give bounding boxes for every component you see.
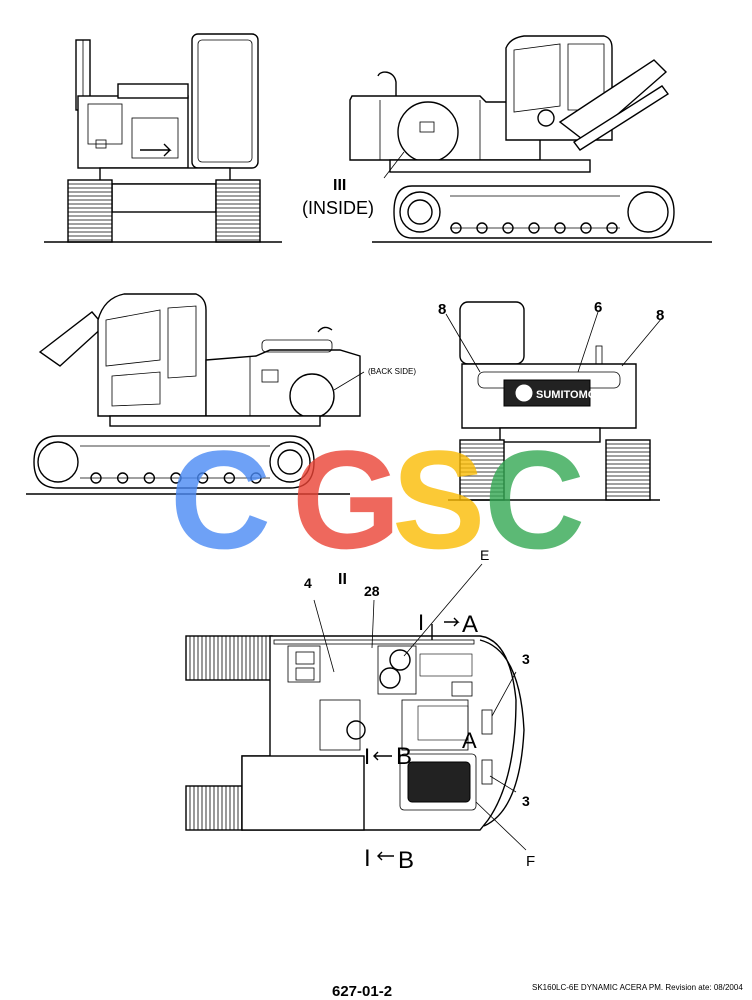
right-side-view-excavator bbox=[349, 35, 712, 243]
callout-F: F bbox=[526, 853, 535, 870]
left-side-view-excavator bbox=[26, 293, 365, 495]
section-b-bottom-letter: B bbox=[398, 847, 414, 874]
callout-28: 28 bbox=[364, 583, 380, 599]
watermark-letter-1: C bbox=[170, 421, 271, 578]
section-a-top-roman: I bbox=[418, 610, 424, 635]
callout-8-right: 8 bbox=[656, 307, 664, 324]
rear-view-excavator bbox=[44, 33, 282, 243]
label-inside: (INSIDE) bbox=[302, 198, 374, 218]
callout-E: E bbox=[480, 547, 489, 563]
rear-counterweight-view: SUMITOMO bbox=[445, 301, 663, 501]
section-b-bottom-roman: I bbox=[364, 845, 371, 872]
logo-text: SUMITOMO bbox=[536, 389, 597, 401]
section-b-mid-letter: B bbox=[396, 743, 412, 770]
revision-note: SK160LC-6E DYNAMIC ACERA PM. Revision at… bbox=[532, 983, 743, 992]
callout-4: 4 bbox=[304, 575, 312, 591]
watermark-letter-3: S bbox=[392, 421, 485, 578]
watermark-letter-2: G bbox=[292, 421, 401, 578]
page-number: 627-01-2 bbox=[332, 983, 392, 1000]
callout-3-top: 3 bbox=[522, 651, 530, 667]
label-view-two: II bbox=[338, 571, 347, 588]
callout-6: 6 bbox=[594, 299, 602, 316]
section-a-top-letter: A bbox=[462, 611, 478, 638]
section-a-mid: A bbox=[462, 728, 477, 753]
callout-8-left: 8 bbox=[438, 301, 446, 318]
top-plan-view bbox=[185, 563, 527, 851]
watermark-letter-4: C bbox=[484, 421, 585, 578]
callout-3-bottom: 3 bbox=[522, 793, 530, 809]
section-b-mid-roman: I bbox=[364, 744, 370, 769]
label-back-side: (BACK SIDE) bbox=[368, 367, 416, 376]
watermark: C G S C bbox=[170, 421, 585, 578]
label-roman-three: III bbox=[333, 177, 346, 194]
